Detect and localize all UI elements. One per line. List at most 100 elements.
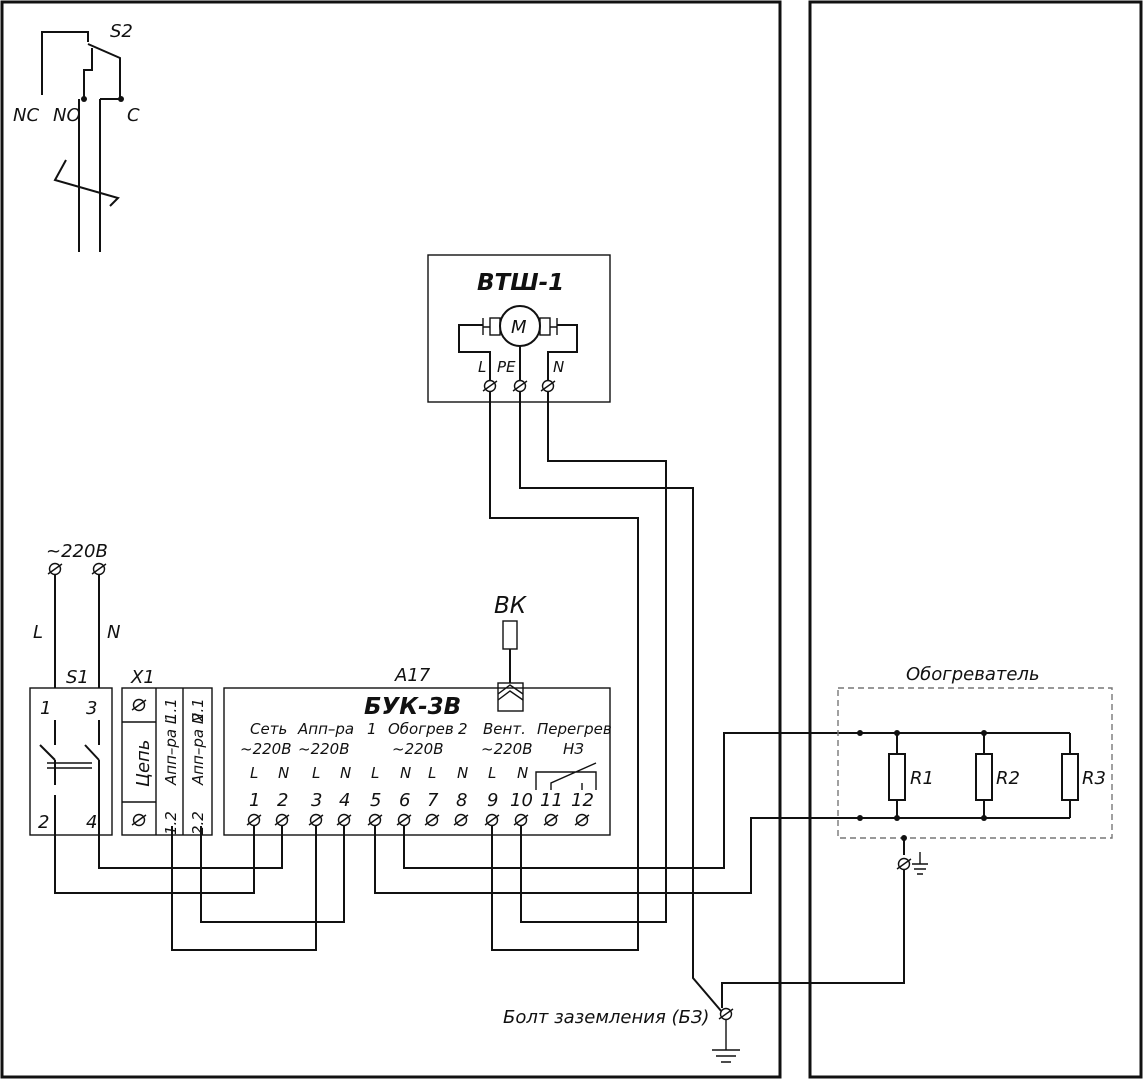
controller-a17: А17 БУК-3В Сеть Апп–ра 1 Обогрев 2 Вент.…: [223, 665, 612, 836]
s2-c-label: C: [127, 105, 140, 126]
ln-label: L: [250, 764, 258, 782]
s2-nc-label: NC: [13, 105, 39, 126]
x1-t22: 2.2: [189, 811, 207, 835]
ln-label: L: [312, 764, 320, 782]
resistor-r1: [888, 753, 906, 801]
ln-label: L: [488, 764, 496, 782]
controller-terminal: [424, 813, 440, 827]
controller-terminal: [396, 813, 412, 827]
s1-pin3: 3: [86, 698, 97, 719]
group-heat: Обогрев: [388, 720, 454, 738]
controller-terminal: [543, 813, 559, 827]
x1-t21: 2.1: [189, 698, 207, 722]
heater-ground-icon: [912, 852, 928, 875]
r1-label: R1: [910, 768, 934, 789]
s1-pin4: 4: [86, 812, 97, 833]
wire-heater-ground: [721, 870, 905, 1008]
terminal-number: 10: [510, 790, 533, 811]
ln-label: N: [517, 764, 528, 782]
terminal-number: 7: [427, 790, 439, 811]
terminal-number: 9: [487, 790, 498, 811]
terminal-number: 2: [277, 790, 288, 811]
motor-terminal-n: [540, 379, 556, 393]
heater-title: Обогреватель: [906, 664, 1040, 685]
motor-terminal-l: [482, 379, 498, 393]
r3-label: R3: [1082, 768, 1106, 789]
wire-term5-to-heater: [374, 817, 984, 894]
terminal-number: 11: [540, 790, 563, 811]
r2-label: R2: [996, 768, 1020, 789]
x1-t12: 1.2: [162, 811, 180, 835]
controller-terminal: [308, 813, 324, 827]
terminal-number: 6: [399, 790, 410, 811]
resistor-r3: [1061, 753, 1079, 801]
ln-label: N: [457, 764, 468, 782]
heater-cabinet-frame: [808, 0, 1143, 1079]
wire-term6-to-heater: [403, 732, 984, 869]
x1-label: X1: [130, 667, 155, 688]
heater-ground-terminal: [896, 857, 912, 871]
s1-pin1: 1: [40, 698, 51, 719]
supply-voltage-label: ~220В: [46, 541, 108, 562]
x1-app-n-label: Апп–ра N: [189, 713, 207, 786]
supply-terminal-n: [91, 562, 107, 576]
terminal-block-x1: X1 Цепь Апп–ра L Апп–ра N 1.1 2.1 1.2 2.…: [121, 667, 213, 836]
switch-s1: S1 1 3 2 4: [29, 667, 113, 836]
controller-terminals: [246, 813, 590, 827]
controller-terminal: [274, 813, 290, 827]
wire-s1-2-to-term1: [54, 800, 255, 894]
controller-terminal: [484, 813, 500, 827]
terminal-number: 12: [571, 790, 594, 811]
terminal-number: 1: [249, 790, 260, 811]
controller-terminal: [336, 813, 352, 827]
x1-t11: 1.1: [162, 698, 180, 722]
voltage-vent: ~220В: [481, 740, 533, 758]
terminal-number: 8: [456, 790, 467, 811]
x1-top-terminal: [131, 698, 147, 712]
supply-l-label: L: [33, 622, 43, 643]
controller-terminal: [574, 813, 590, 827]
wire-x1-12-to-term3: [171, 826, 317, 951]
ln-label: L: [428, 764, 436, 782]
x1-app-l-label: Апп–ра L: [162, 716, 180, 786]
motor-title: ВТШ-1: [477, 270, 564, 296]
main-cabinet-frame: [0, 0, 782, 1079]
ln-label: N: [340, 764, 351, 782]
ln-label: N: [278, 764, 289, 782]
overheat-nz: НЗ: [563, 740, 584, 758]
controller-terminal: [453, 813, 469, 827]
group-vent: Вент.: [483, 720, 526, 738]
sensor-vk: ВК: [494, 593, 528, 712]
motor-terminal-pe: [512, 379, 528, 393]
s2-no-label: NO: [53, 105, 81, 126]
supply-220v: ~220В L N: [33, 541, 120, 688]
wire-motor-n: [520, 392, 667, 923]
group-app-num: 1: [367, 720, 377, 738]
ground-bolt-label: Болт заземления (БЗ): [503, 1007, 709, 1028]
ln-label: L: [371, 764, 379, 782]
motor-n-label: N: [553, 358, 564, 376]
group-overheat: Перегрев: [537, 720, 612, 738]
s1-label: S1: [66, 667, 89, 688]
motor-symbol: M: [511, 317, 527, 338]
heater: Обогреватель R1 R2 R3: [721, 664, 1113, 1008]
wire-s1-4-to-term2: [98, 800, 283, 869]
terminal-number: 5: [370, 790, 381, 811]
resistor-r2: [975, 753, 993, 801]
supply-terminal-l: [47, 562, 63, 576]
wire-motor-l: [489, 392, 639, 951]
ground-bolt: Болт заземления (БЗ): [503, 1007, 740, 1063]
switch-s2: S2 NC NO C: [13, 21, 140, 252]
group-app: Апп–ра: [297, 720, 354, 738]
group-heat-num: 2: [458, 720, 468, 738]
sensor-label: ВК: [494, 593, 528, 619]
x1-bottom-terminal: [131, 813, 147, 827]
group-net: Сеть: [250, 720, 287, 738]
motor-vtsh1: ВТШ-1 M L PE N: [427, 254, 611, 403]
heater-dashed-frame: [837, 687, 1113, 839]
voltage-heat: ~220В: [392, 740, 444, 758]
